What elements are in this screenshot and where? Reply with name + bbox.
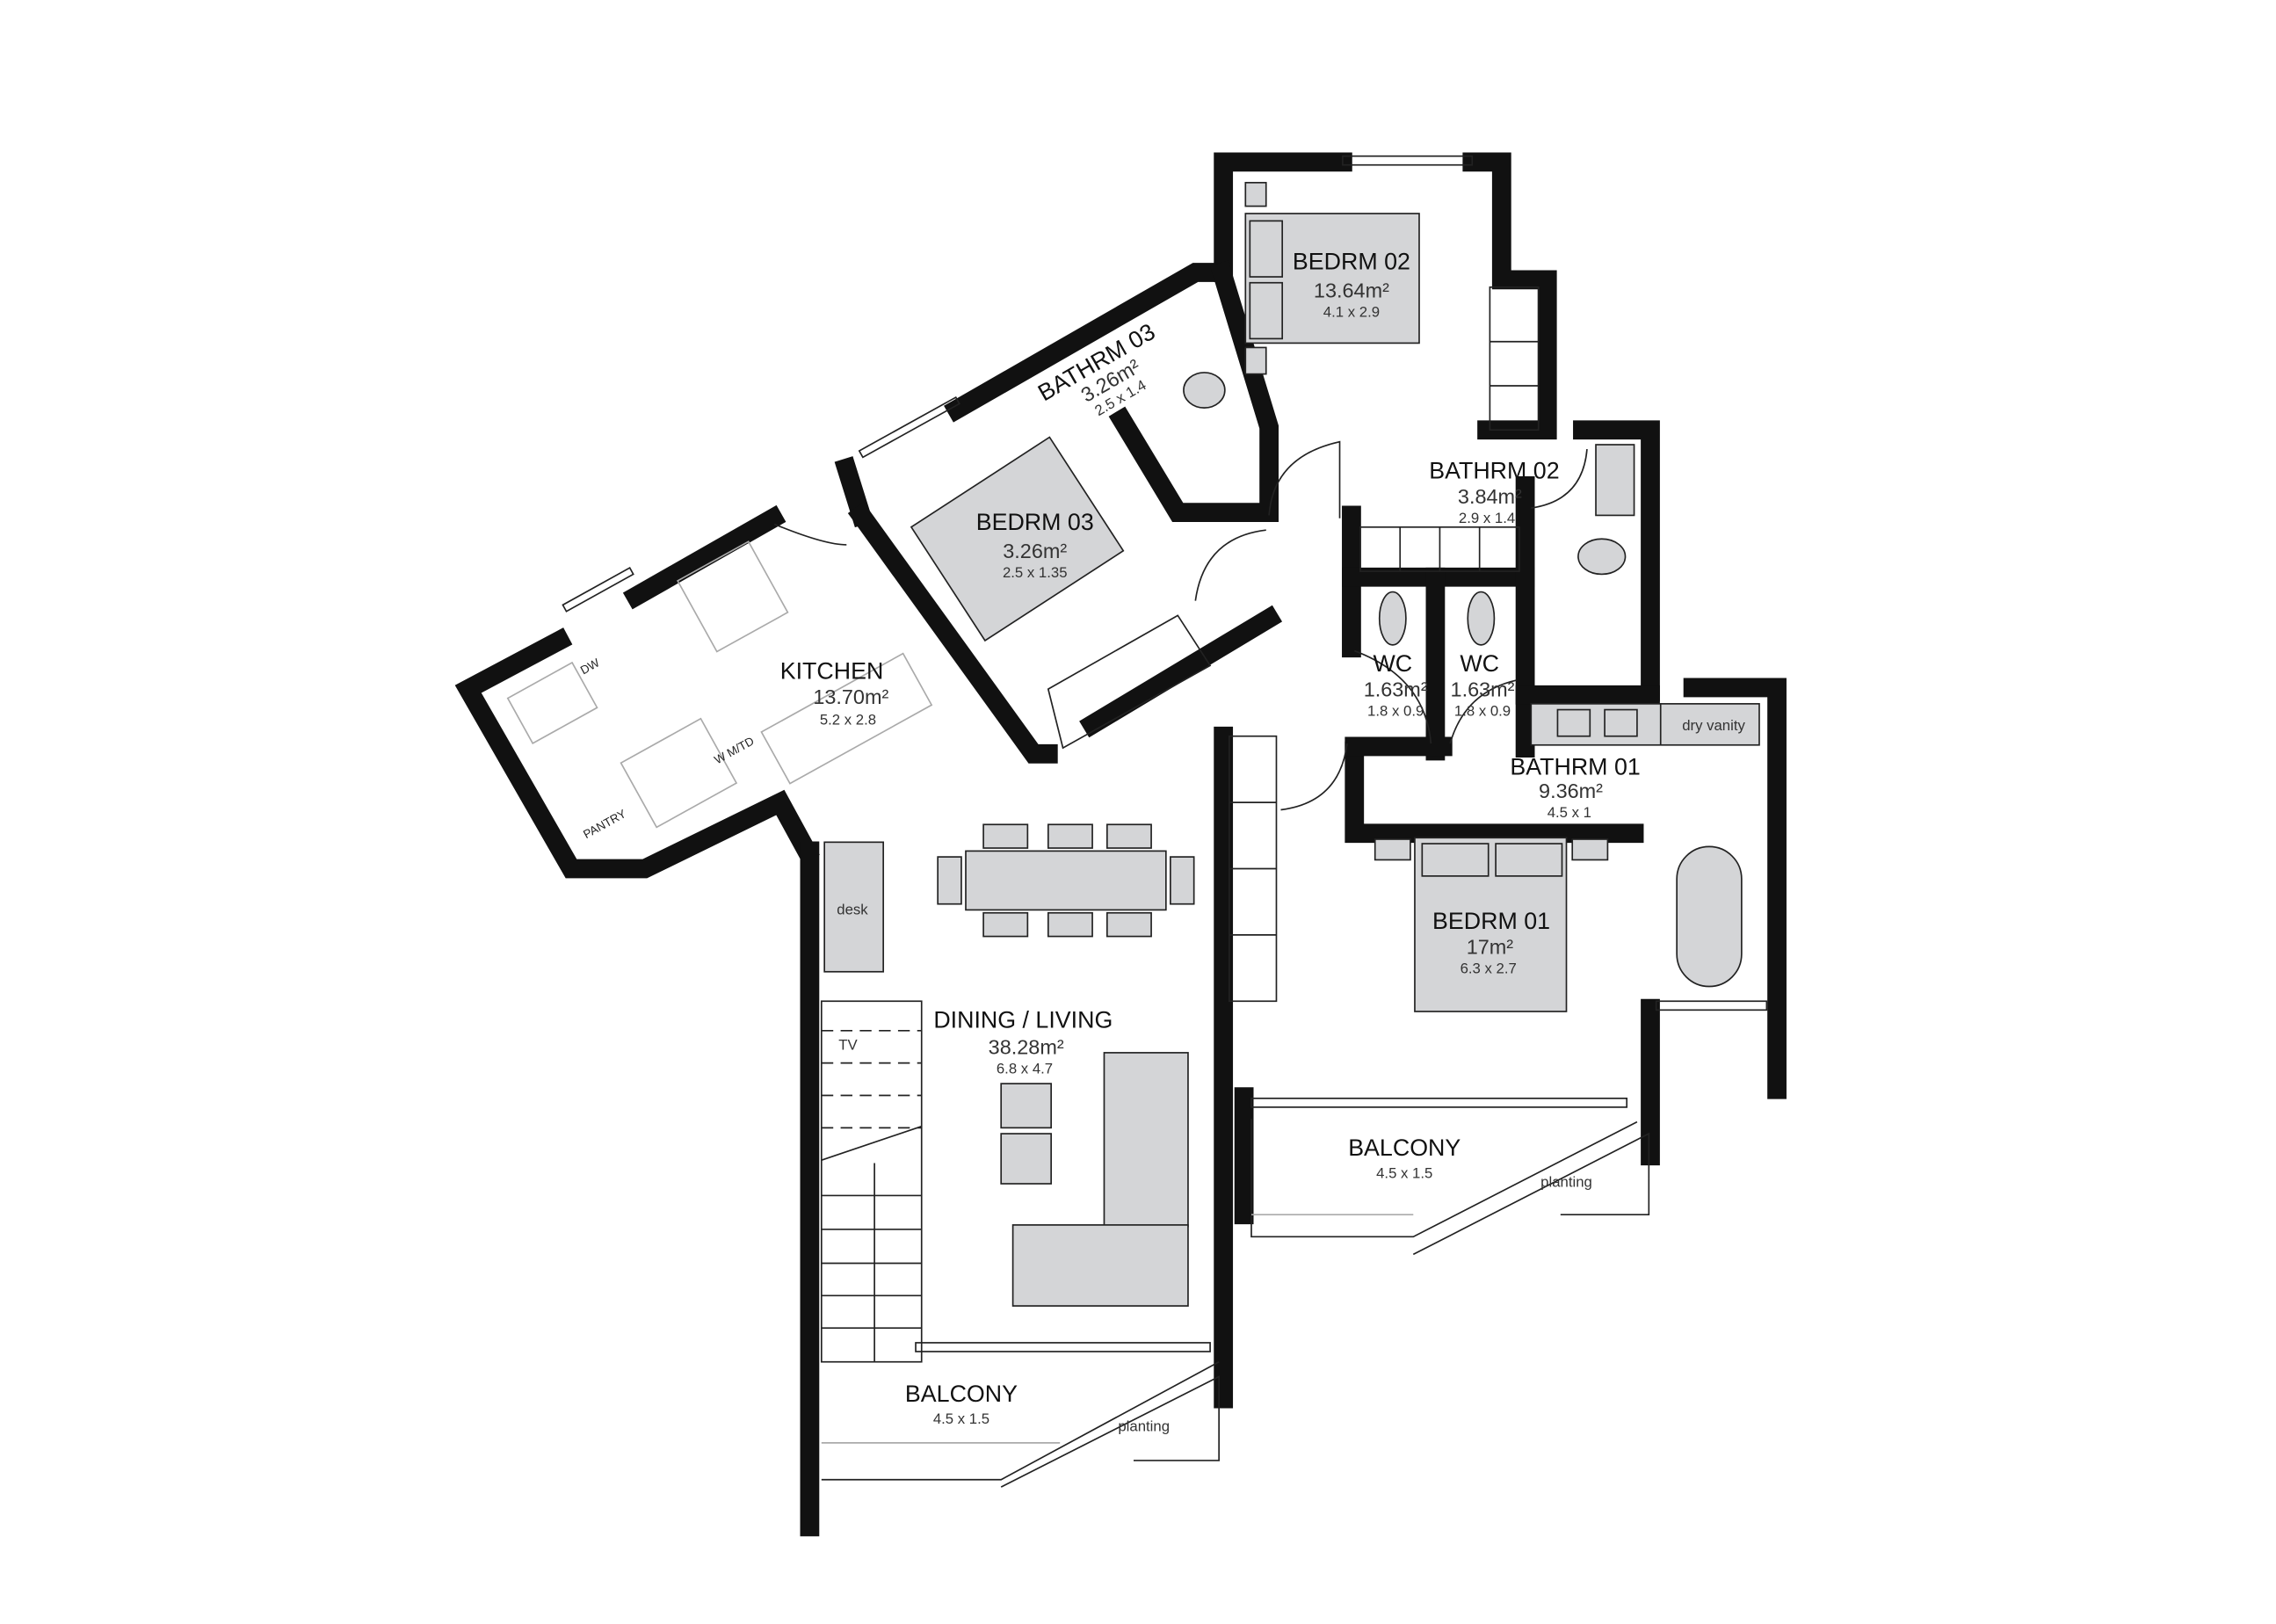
room-name: DINING / LIVING xyxy=(933,1006,1113,1033)
room-balcony-left: BALCONY 4.5 x 1.5 xyxy=(905,1381,1018,1427)
bed-bedrm03 xyxy=(910,436,1125,642)
room-dims: 4.5 x 1 xyxy=(1548,804,1591,821)
coffee-table xyxy=(1000,1083,1052,1129)
room-area: 9.36m² xyxy=(1539,779,1603,802)
room-dims: 4.1 x 2.9 xyxy=(1323,303,1380,320)
room-dims: 4.5 x 1.5 xyxy=(933,1410,989,1427)
room-name: BEDRM 02 xyxy=(1293,249,1410,275)
room-name: BATHRM 02 xyxy=(1429,458,1559,484)
balcony-outlines xyxy=(821,1119,1650,1488)
room-dims: 2.5 x 1.35 xyxy=(1003,564,1068,581)
room-kitchen: KITCHEN 13.70m² 5.2 x 2.8 xyxy=(780,657,889,728)
room-dims: 5.2 x 2.8 xyxy=(820,711,876,728)
room-area: 38.28m² xyxy=(989,1036,1064,1059)
stairs xyxy=(820,1000,923,1363)
room-bathrm01: BATHRM 01 9.36m² 4.5 x 1 xyxy=(1510,753,1640,821)
room-wc-1: WC 1.63m² 1.8 x 0.9 xyxy=(1364,650,1428,719)
room-name: BEDRM 03 xyxy=(976,509,1094,535)
planting-label: planting xyxy=(1118,1417,1170,1434)
tv-label: TV xyxy=(838,1037,858,1054)
room-name: WC xyxy=(1460,650,1499,677)
room-name: BEDRM 01 xyxy=(1432,908,1550,934)
room-dining-living: DINING / LIVING 38.28m² 6.8 x 4.7 xyxy=(933,1006,1113,1077)
room-name: BALCONY xyxy=(1348,1135,1461,1161)
room-name: BALCONY xyxy=(905,1381,1018,1407)
room-area: 3.84m² xyxy=(1458,485,1522,508)
windows xyxy=(562,155,1768,1352)
room-area: 13.70m² xyxy=(813,685,888,708)
bathtub xyxy=(1676,845,1743,988)
room-name: WC xyxy=(1373,650,1412,677)
room-dims: 6.3 x 2.7 xyxy=(1461,960,1517,976)
door-swings xyxy=(773,440,1588,811)
room-bedrm02: BEDRM 02 13.64m² 4.1 x 2.9 xyxy=(1293,249,1410,321)
furniture xyxy=(506,181,1760,1307)
room-bedrm03: BEDRM 03 3.26m² 2.5 x 1.35 xyxy=(976,509,1094,581)
room-wc-2: WC 1.63m² 1.8 x 0.9 xyxy=(1451,650,1515,719)
room-balcony-right: BALCONY 4.5 x 1.5 xyxy=(1348,1135,1461,1181)
room-dims: 4.5 x 1.5 xyxy=(1376,1164,1432,1181)
room-area: 1.63m² xyxy=(1364,678,1428,700)
washing-machine-label: W M/TD xyxy=(712,734,756,766)
desk-label: desk xyxy=(837,901,868,917)
room-area: 13.64m² xyxy=(1314,279,1389,301)
dry-vanity-label: dry vanity xyxy=(1682,717,1745,734)
room-area: 17m² xyxy=(1467,936,1514,959)
room-name: BATHRM 01 xyxy=(1510,753,1640,779)
room-bedrm01: BEDRM 01 17m² 6.3 x 2.7 xyxy=(1432,908,1550,976)
wardrobes xyxy=(1047,286,1540,1003)
room-area: 1.63m² xyxy=(1451,678,1515,700)
dishwasher-label: DW xyxy=(578,656,602,677)
room-bathrm02: BATHRM 02 3.84m² 2.9 x 1.4 xyxy=(1429,458,1559,526)
room-dims: 6.8 x 4.7 xyxy=(997,1060,1053,1077)
room-dims: 1.8 x 0.9 xyxy=(1367,702,1424,719)
room-dims: 2.9 x 1.4 xyxy=(1459,510,1515,526)
dining-table xyxy=(965,850,1167,911)
pantry-label: PANTRY xyxy=(581,807,628,841)
room-area: 3.26m² xyxy=(1003,540,1067,562)
room-bathrm03: BATHRM 03 3.26m² 2.5 x 1.4 xyxy=(1033,318,1160,419)
vanity xyxy=(1530,703,1760,746)
planting-label: planting xyxy=(1540,1173,1592,1190)
sofa xyxy=(1103,1052,1189,1228)
room-name: KITCHEN xyxy=(780,657,884,684)
room-dims: 1.8 x 0.9 xyxy=(1454,702,1511,719)
